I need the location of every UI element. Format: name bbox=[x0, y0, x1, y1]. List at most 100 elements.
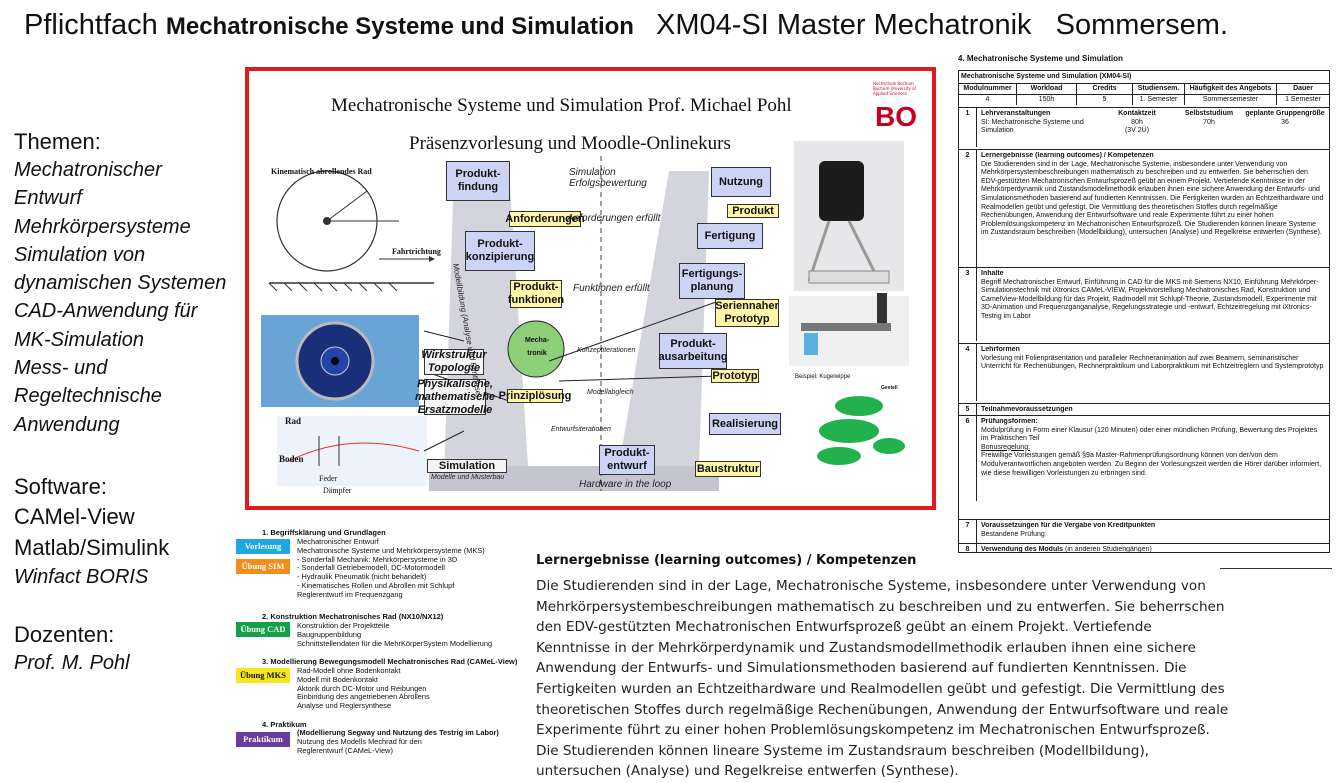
lern-line: theoretischen Stoffes durch regelmäßige … bbox=[536, 701, 1229, 718]
module-row-8: 8 Verwendung des Moduls (in anderen Stud… bbox=[959, 543, 1329, 553]
row-number: 3 bbox=[959, 268, 977, 341]
row-number: 2 bbox=[959, 150, 977, 267]
box-prototyp: Prototyp bbox=[711, 369, 759, 383]
themen-item: Mechatronischer bbox=[14, 159, 162, 181]
row-text: Bestandene Prüfung bbox=[981, 530, 1045, 538]
course-poster: Hochschule Bochum Bochum University of A… bbox=[245, 67, 936, 510]
group-lines: Rad-Modell ohne Bodenkontakt Modell mit … bbox=[297, 666, 430, 711]
module-row-2: 2 Lernergebnisse (learning outcomes) / K… bbox=[959, 149, 1329, 267]
arrow-konzeptiterationen: Konzeptiterationen bbox=[577, 347, 636, 354]
mechatronik-label: Mecha-tronik bbox=[524, 337, 550, 357]
row-number: 1 bbox=[959, 108, 977, 147]
lern-line: den EDV-gestützten Mechatronischen Entwu… bbox=[536, 619, 1152, 636]
poster-title: Mechatronische Systeme und Simulation Pr… bbox=[331, 95, 792, 116]
kugelwippe-label: Beispiel: Kugelwippe bbox=[795, 374, 851, 380]
val-workload: 150h bbox=[1017, 94, 1077, 105]
themen-item: MK-Simulation bbox=[14, 328, 145, 351]
direction-label: Fahrtrichtung bbox=[392, 247, 441, 256]
row-body: Verwendung des Moduls (in anderen Studie… bbox=[981, 546, 1325, 555]
software-header: Software: bbox=[14, 473, 107, 499]
group-line: Rad-Modell ohne Bodenkontakt bbox=[297, 666, 401, 675]
simulation-sub: Modelle und Musterbau bbox=[431, 474, 505, 481]
lern-line: Mehrkörpersystembeschreibungen mathemati… bbox=[536, 598, 1225, 615]
group-line: Schnittstellendaten für die MehrKörperSy… bbox=[297, 638, 493, 648]
bonus-text: Freiwillige Vorleistungen gemäß §9a Mast… bbox=[981, 452, 1322, 477]
col-modulnummer: Modulnummer bbox=[959, 83, 1017, 94]
col-dauer: Dauer bbox=[1277, 83, 1329, 94]
poster-subtitle: Präsenzvorlesung und Moodle-Onlinekurs bbox=[409, 133, 731, 154]
feder-label: Feder bbox=[319, 474, 338, 483]
rad-label: Rad bbox=[285, 416, 302, 426]
row-number: 7 bbox=[959, 520, 977, 543]
kontaktzeit-header: Kontaktzeit bbox=[1118, 110, 1156, 117]
box-fertigungsplanung: Fertigungs-planung bbox=[679, 263, 745, 299]
daempfer-label: Dämpfer bbox=[323, 486, 352, 495]
col-haeufigkeit: Häufigkeit des Angebots bbox=[1185, 83, 1277, 94]
group-line: Nutzung des Modells Mechrad für den bbox=[297, 736, 422, 746]
group-header: 4. Praktikum bbox=[262, 720, 307, 729]
title-program: XM04-SI Master Mechatronik bbox=[656, 9, 1032, 41]
row-text: Die Studierenden sind in der Lage, Mecha… bbox=[981, 160, 1324, 237]
arrow-entwurfsiterationen: Entwurfsiterationen bbox=[551, 426, 611, 433]
gruppengroesse: geplante Gruppengröße 36 bbox=[1243, 110, 1327, 127]
box-produkt: Produkt bbox=[727, 204, 779, 218]
group-line: - Sonderfall Mechanik: Mehrkörpersysteme… bbox=[297, 554, 458, 564]
module-row-6: 6 Prüfungsformen: Modulprüfung in Form e… bbox=[959, 415, 1329, 501]
software-item: CAMel-View bbox=[14, 503, 135, 529]
title-course: Mechatronische Systeme und Simulation bbox=[165, 13, 634, 40]
val-dauer: 1 Semester bbox=[1277, 94, 1329, 105]
lern-line: Fertigkeiten wurden an Echtzeithardware … bbox=[536, 680, 1225, 697]
row-header: Teilnahmevoraussetzungen bbox=[981, 406, 1073, 413]
group-header: 2. Konstruktion Mechatronisches Rad (NX1… bbox=[262, 612, 444, 621]
group-line: - Kinematisches Rollen und Abrollen mit … bbox=[297, 580, 455, 590]
group-line: Baugruppenbildung bbox=[297, 629, 362, 639]
left-column: Themen: Mechatronischer Entwurf Mehrkörp… bbox=[14, 128, 239, 678]
title-season: Sommersem. bbox=[1055, 9, 1229, 41]
group-line: (Modellierung Segway und Nutzung des Tes… bbox=[297, 728, 499, 737]
gruppengroesse-header: geplante Gruppengröße bbox=[1245, 110, 1325, 117]
group-line: Reglerentwurf (CAMeL-View) bbox=[297, 745, 393, 755]
selbststudium: Selbststudium 70h bbox=[1179, 110, 1239, 127]
module-description-table: 4. Mechatronische Systeme und Simulation… bbox=[958, 54, 1330, 553]
title-prefix: Pflichtfach bbox=[24, 9, 158, 41]
themen-item: Anwendung bbox=[14, 413, 120, 436]
lern-line: Die Studierenden sind in der Lage, Mecha… bbox=[536, 578, 1206, 594]
selbststudium-header: Selbststudium bbox=[1184, 110, 1234, 117]
group-lines: (Modellierung Segway und Nutzung des Tes… bbox=[297, 728, 499, 755]
module-frame: Mechatronische Systeme und Simulation (X… bbox=[958, 70, 1330, 553]
group-line: Mechatronischer Entwurf bbox=[297, 537, 379, 546]
themen-item: Regeltechnische bbox=[14, 385, 162, 408]
group-line: Einbindung des angetriebenen Abrollens bbox=[297, 692, 430, 702]
col-studiensem: Studiensem. bbox=[1133, 83, 1185, 94]
group-line: Modell mit Bodenkontakt bbox=[297, 674, 378, 684]
row-number: 8 bbox=[959, 544, 977, 553]
group-lines: Mechatronischer Entwurf Mechatronische S… bbox=[297, 537, 485, 600]
university-name: Hochschule Bochum Bochum University of A… bbox=[873, 81, 916, 96]
divider-line bbox=[1220, 568, 1332, 569]
group-line: - Sonderfall Getriebemodell, DC-Motormod… bbox=[297, 563, 445, 573]
group-header: 1. Begriffsklärung und Grundlagen bbox=[262, 528, 386, 537]
tag-uebung-sim: Übung SIM bbox=[236, 559, 290, 574]
module-vals-row: 4 150h 5 1. Semester Sommersemester 1 Se… bbox=[959, 94, 1329, 105]
themen-item: dynamischen Systemen bbox=[14, 272, 227, 295]
curriculum-group-1: 1. Begriffsklärung und Grundlagen Vorles… bbox=[236, 528, 524, 602]
selbststudium-value: 70h bbox=[1203, 118, 1215, 126]
group-lines: Konstruktion der Projektteile Baugruppen… bbox=[297, 621, 493, 648]
lern-line: Die Studierenden können lineare Systeme … bbox=[536, 742, 1150, 759]
row-header: Prüfungsformen: bbox=[981, 418, 1038, 425]
lehrveranstaltungen-value: SI: Mechatronische Systeme und Simulatio… bbox=[981, 118, 1084, 135]
arrow-hil: Hardware in the loop bbox=[579, 479, 672, 490]
val-modulnummer: 4 bbox=[959, 94, 1017, 105]
box-anforderungen: Anforderungen bbox=[505, 211, 585, 227]
row-body: Lernergebnisse (learning outcomes) / Kom… bbox=[981, 152, 1325, 238]
dozenten-header: Dozenten: bbox=[14, 622, 115, 648]
themen-item: Simulation von bbox=[14, 243, 146, 266]
software-item: Winfact BORIS bbox=[14, 565, 149, 588]
module-row-7: 7 Voraussetzungen für die Vergabe von Kr… bbox=[959, 519, 1329, 543]
